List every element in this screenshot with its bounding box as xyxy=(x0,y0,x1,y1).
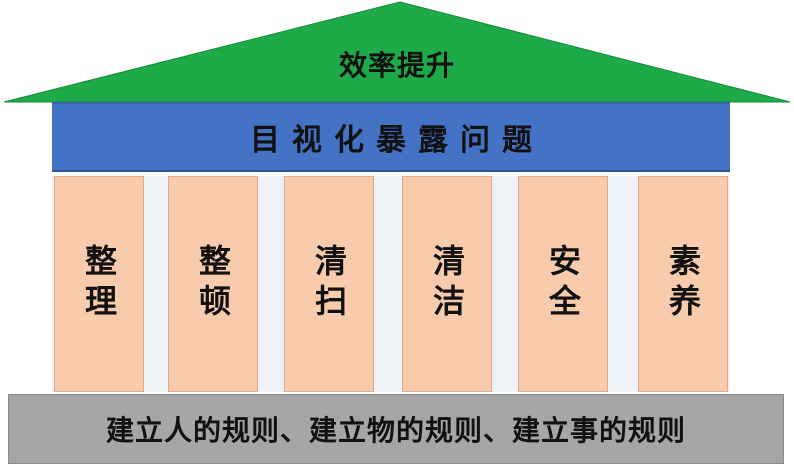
beam: 目视化暴露问题 xyxy=(52,102,730,172)
pillar-1: 整理 xyxy=(54,176,144,392)
pillar-label: 清扫 xyxy=(310,244,348,324)
base-text: 建立人的规则、建立物的规则、建立事的规则 xyxy=(105,414,686,447)
pillar-label: 整顿 xyxy=(194,244,232,324)
pillar-4: 清洁 xyxy=(402,176,492,392)
pillar-2: 整顿 xyxy=(168,176,258,392)
beam-title: 目视化暴露问题 xyxy=(250,123,544,158)
base: 建立人的规则、建立物的规则、建立事的规则 xyxy=(8,394,784,464)
pillar-label: 素养 xyxy=(664,244,702,324)
pillar-label: 安全 xyxy=(544,244,582,324)
pillars-background xyxy=(52,176,730,392)
pillar-label: 整理 xyxy=(80,244,118,324)
pillar-label: 清洁 xyxy=(428,244,466,324)
pillar-5: 安全 xyxy=(518,176,608,392)
pillar-3: 清扫 xyxy=(284,176,374,392)
pillar-6: 素养 xyxy=(638,176,728,392)
roof-title: 效率提升 xyxy=(338,49,455,82)
